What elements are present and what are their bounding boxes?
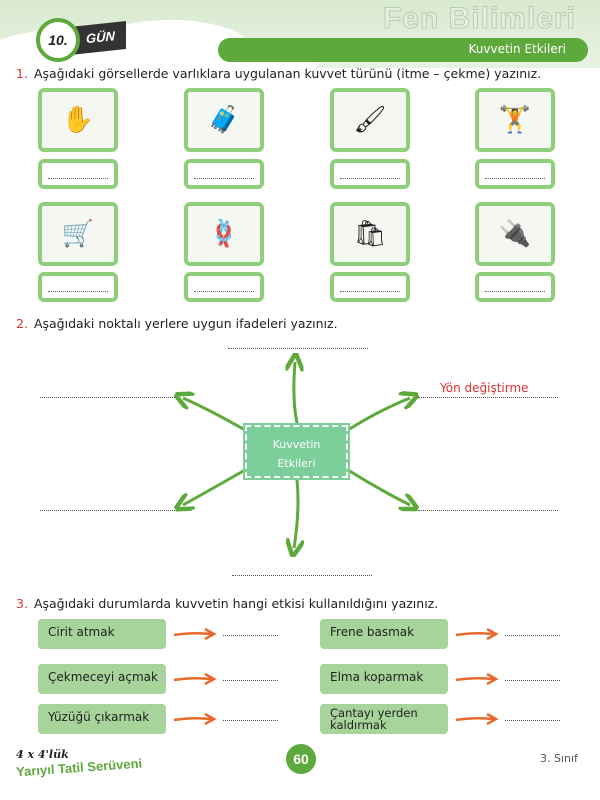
situation-label: Frene basmak <box>320 619 448 649</box>
answer-box[interactable] <box>475 159 555 189</box>
arrow-upright <box>347 398 410 432</box>
answer-box[interactable] <box>38 159 118 189</box>
answer-blank[interactable] <box>505 680 560 681</box>
answer-box[interactable] <box>330 159 410 189</box>
answer-blank[interactable] <box>223 720 278 721</box>
person-lifting-icon: 🏋 <box>475 88 555 152</box>
arrow-right-icon <box>173 712 217 726</box>
hand-with-brush-icon: 🖌 <box>330 88 410 152</box>
arrow-upleft <box>183 398 246 432</box>
arrow-right-icon <box>173 672 217 686</box>
blank-bottom[interactable] <box>232 575 372 576</box>
blank-top[interactable] <box>228 348 368 349</box>
man-pulling-rope-icon: 🪢 <box>184 202 264 266</box>
answer-blank[interactable] <box>505 635 560 636</box>
arrow-right-icon <box>455 712 499 726</box>
answer-blank[interactable] <box>505 720 560 721</box>
arrow-up <box>294 362 297 424</box>
man-with-suitcase-icon: 🧳 <box>184 88 264 152</box>
page-number: 60 <box>286 744 316 774</box>
day-number: 10. <box>36 18 80 62</box>
answer-blank[interactable] <box>223 680 278 681</box>
answer-blank[interactable] <box>223 635 278 636</box>
q-text: Aşağıdaki noktalı yerlere uygun ifadeler… <box>33 316 338 331</box>
arrow-downleft <box>183 468 246 505</box>
situation-label: Çantayı yerden kaldırmak <box>320 704 448 734</box>
q-number: 1. <box>16 66 28 81</box>
situation-label: Elma koparmak <box>320 664 448 694</box>
arrow-right-icon <box>455 672 499 686</box>
situation-label: Yüzüğü çıkarmak <box>38 704 166 734</box>
man-with-wheelbarrow-icon: 🛒 <box>38 202 118 266</box>
child-with-cart-icon: 🛍 <box>330 202 410 266</box>
filled-answer: Yön değiştirme <box>440 381 529 395</box>
answer-box[interactable] <box>184 159 264 189</box>
question-2: 2. Aşağıdaki noktalı yerlere uygun ifadel… <box>16 316 338 331</box>
arrow-right-icon <box>455 627 499 641</box>
arrow-downright <box>347 468 410 505</box>
plug-socket-icon: 🔌 <box>475 202 555 266</box>
situation-label: Cirit atmak <box>38 619 166 649</box>
answer-box[interactable] <box>475 272 555 302</box>
blank-lower-left[interactable] <box>40 510 175 511</box>
blank-upper-right[interactable] <box>418 397 558 398</box>
topic-bar: Kuvvetin Etkileri <box>218 38 588 62</box>
blank-upper-left[interactable] <box>40 397 175 398</box>
q-number: 2. <box>16 316 28 331</box>
arrow-right-icon <box>173 627 217 641</box>
answer-box[interactable] <box>38 272 118 302</box>
blank-lower-right[interactable] <box>418 510 558 511</box>
q-text: Aşağıdaki durumlarda kuvvetin hangi etki… <box>33 596 439 611</box>
hand-pressing-icon: ✋ <box>38 88 118 152</box>
subject-title: Fen Bilimleri <box>382 2 576 36</box>
situation-label: Çekmeceyi açmak <box>38 664 166 694</box>
answer-box[interactable] <box>184 272 264 302</box>
arrow-down <box>294 479 298 548</box>
question-1: 1. Aşağıdaki görsellerde varlıklara uygul… <box>16 66 541 81</box>
grade: 3. Sınıf <box>540 752 578 765</box>
q-number: 3. <box>16 596 28 611</box>
q-text: Aşağıdaki görsellerde varlıklara uygulan… <box>33 66 542 81</box>
series-name: 4 x 4'lük <box>16 748 69 761</box>
question-3: 3. Aşağıdaki durumlarda kuvvetin hangi et… <box>16 596 438 611</box>
answer-box[interactable] <box>330 272 410 302</box>
